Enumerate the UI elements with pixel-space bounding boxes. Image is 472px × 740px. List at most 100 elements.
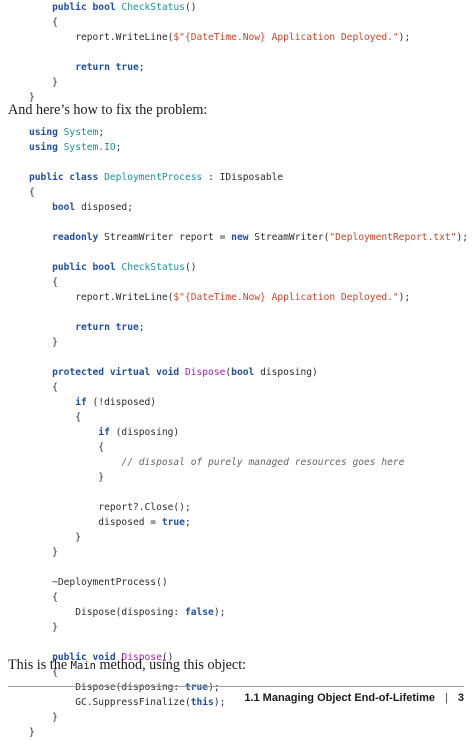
code-line: } (29, 620, 468, 635)
code-line: if (disposing) (29, 425, 468, 440)
code-token: } (29, 547, 58, 558)
code-token: } (29, 622, 58, 633)
footer-rule (8, 686, 464, 687)
code-token: protected virtual void (29, 367, 185, 378)
prose-main-after: method, using this object: (95, 657, 247, 673)
code-line: using System.IO; (29, 140, 468, 155)
code-token: $"{DateTime.Now} Application Deployed." (173, 32, 399, 43)
code-token: public bool (29, 262, 122, 273)
code-token: false (184, 607, 214, 618)
code-token: ); (213, 607, 226, 618)
code-line (29, 305, 468, 320)
code-token: readonly (29, 232, 105, 243)
code-line (29, 245, 468, 260)
code-line: { (29, 185, 468, 200)
code-token: report.WriteLine( (29, 292, 174, 303)
code-token: { (29, 277, 58, 288)
code-line: { (29, 15, 410, 30)
code-token: using (29, 142, 64, 153)
book-page: public bool CheckStatus() { report.Write… (8, 0, 468, 738)
code-token: this (190, 697, 214, 708)
code-line: } (29, 725, 468, 740)
code-token: { (29, 187, 35, 198)
code-token: Dispose(disposing: (29, 607, 185, 618)
code-token: disposed; (80, 202, 133, 213)
code-line: bool disposed; (29, 200, 468, 215)
code-line: { (29, 440, 468, 455)
code-line: } (29, 335, 468, 350)
code-token: (disposing) (115, 427, 180, 438)
code-token: } (29, 92, 35, 103)
code-line: ~DeploymentProcess() (29, 575, 468, 590)
code-line: public class DeploymentProcess : IDispos… (29, 170, 468, 185)
code-line: { (29, 590, 468, 605)
prose-main-intro: This is the Main method, using this obje… (8, 657, 246, 674)
code-token: ; (138, 62, 145, 73)
code-token: { (29, 17, 58, 28)
code-line: } (29, 75, 410, 90)
code-token: Dispose (121, 652, 162, 663)
code-line: report?.Close(); (29, 500, 468, 515)
code-line: { (29, 275, 468, 290)
code-token: "DeploymentReport.txt" (329, 232, 457, 243)
code-line: protected virtual void Dispose(bool disp… (29, 365, 468, 380)
code-line (29, 560, 468, 575)
code-token: Dispose(disposing: (29, 682, 185, 693)
code-token: ; (115, 142, 122, 153)
code-token: $"{DateTime.Now} Application Deployed." (173, 292, 399, 303)
code-token: { (29, 382, 58, 393)
code-token: { (29, 412, 81, 423)
code-line: public void Dispose() (29, 650, 468, 665)
code-token: Dispose (184, 367, 226, 378)
code-line: report.WriteLine($"{DateTime.Now} Applic… (29, 30, 410, 45)
code-line: public bool CheckStatus() (29, 0, 410, 15)
page-number: 3 (457, 692, 464, 704)
prose-main-before: This is the (8, 657, 71, 673)
code-token: { (29, 592, 58, 603)
code-line: readonly StreamWriter report = new Strea… (29, 230, 468, 245)
code-token: report?.Close(); (29, 502, 191, 513)
code-token: { (29, 667, 58, 678)
code-token: report.WriteLine( (29, 32, 174, 43)
code-token: CheckStatus (121, 262, 185, 273)
code-token: } (29, 727, 35, 738)
code-token: using (29, 127, 64, 138)
code-line: return true; (29, 60, 410, 75)
code-token: ; (138, 322, 145, 333)
code-token: ); (208, 682, 220, 693)
code-line: { (29, 380, 468, 395)
code-token: } (29, 337, 58, 348)
code-token: return true (75, 62, 139, 73)
code-token: bool (231, 367, 261, 378)
code-line: GC.SuppressFinalize(this); (29, 695, 468, 710)
code-token (29, 322, 75, 333)
footer-separator: | (445, 692, 448, 704)
code-line: using System; (29, 125, 468, 140)
code-token: } (29, 532, 81, 543)
code-token: StreamWriter( (254, 232, 330, 243)
inline-code-main: Main (70, 660, 96, 672)
code-line: // disposal of purely managed resources … (29, 455, 468, 470)
code-token: // disposal of purely managed resources … (29, 457, 405, 468)
prose-fix-intro: And here’s how to fix the problem: (8, 102, 208, 118)
code-token: ); (398, 292, 411, 303)
code-token: ; (98, 127, 105, 138)
code-line (29, 45, 410, 60)
code-token: ); (213, 697, 226, 708)
code-line: { (29, 665, 468, 680)
code-line: Dispose(disposing: false); (29, 605, 468, 620)
code-line: return true; (29, 320, 468, 335)
code-line: disposed = true; (29, 515, 468, 530)
code-token: public class (29, 172, 105, 183)
code-token: public bool (29, 2, 122, 13)
page-footer: 1.1 Managing Object End-of-Lifetime | 3 (244, 692, 464, 704)
code-token: { (29, 442, 105, 453)
code-token: ; (184, 517, 191, 528)
code-line: } (29, 90, 410, 105)
code-token: () (184, 262, 197, 273)
footer-section-title: 1.1 Managing Object End-of-Lifetime (244, 692, 436, 704)
code-token: () (161, 652, 174, 663)
code-line (29, 215, 468, 230)
code-token: ~DeploymentProcess() (29, 577, 168, 588)
code-token: if (29, 427, 116, 438)
